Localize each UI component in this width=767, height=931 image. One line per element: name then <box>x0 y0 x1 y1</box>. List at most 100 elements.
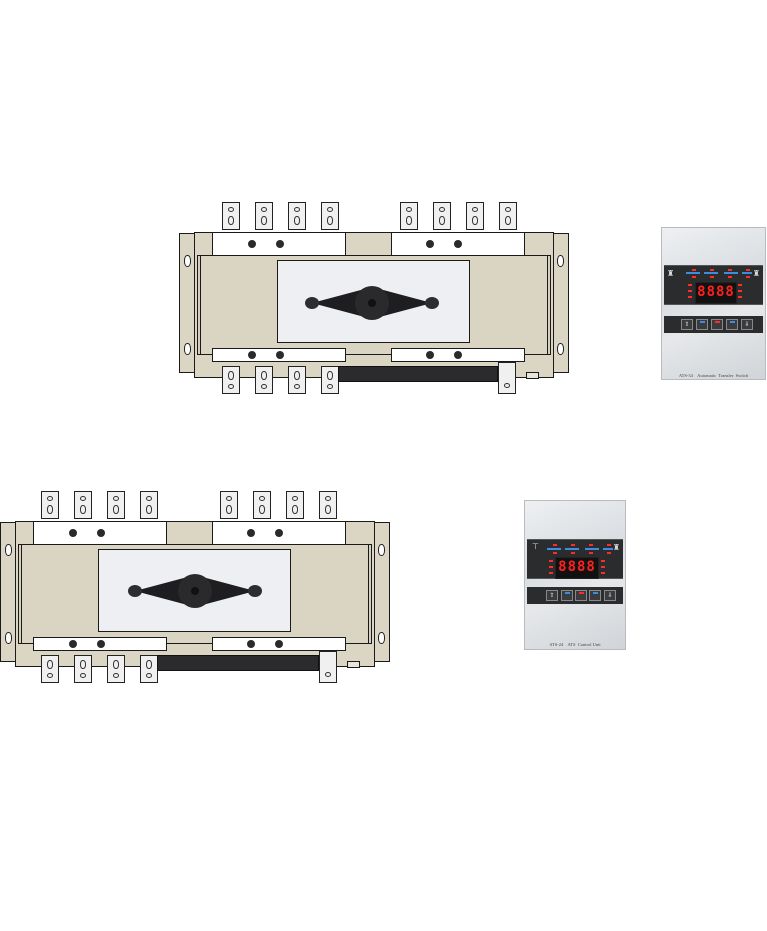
terminal-top <box>74 491 92 519</box>
off-button[interactable] <box>575 590 587 601</box>
status-led <box>607 544 611 546</box>
button-row: ⇧ ⇩ <box>664 316 763 333</box>
handle-hub-center <box>368 299 376 307</box>
screw-dot <box>97 640 105 648</box>
auto-button[interactable] <box>696 319 708 330</box>
status-led <box>710 269 714 271</box>
mount-slot <box>378 632 385 644</box>
terminal-bottom <box>74 655 92 683</box>
transmission-tower-icon: ⊤ <box>532 542 539 551</box>
down-arrow-icon: ⇩ <box>607 592 613 599</box>
terminal-bottom <box>319 651 337 683</box>
source-line <box>585 548 599 550</box>
screw-dot <box>426 351 434 359</box>
auxiliary-tab <box>347 661 360 668</box>
screw-dot <box>247 640 255 648</box>
ats-switch-top <box>178 200 570 396</box>
operating-handle[interactable] <box>302 283 442 323</box>
source-line <box>686 272 700 274</box>
screw-dot <box>248 240 256 248</box>
off-button[interactable] <box>711 319 723 330</box>
status-led <box>607 552 611 554</box>
phase-led <box>688 296 692 298</box>
status-led <box>746 276 750 278</box>
handle-knob-left <box>128 585 142 597</box>
auto-button[interactable] <box>561 590 573 601</box>
auto-led <box>565 592 570 594</box>
screw-dot <box>276 351 284 359</box>
down-button[interactable]: ⇩ <box>604 590 616 601</box>
terminal-top <box>319 491 337 519</box>
status-led <box>738 290 742 292</box>
status-led <box>728 276 732 278</box>
screw-dot <box>276 240 284 248</box>
up-button[interactable]: ⇧ <box>681 319 693 330</box>
connecting-bar <box>338 366 498 382</box>
auxiliary-tab <box>526 372 539 379</box>
terminal-bottom <box>140 655 158 683</box>
off-led <box>715 321 720 323</box>
terminal-bottom <box>107 655 125 683</box>
factory-icon: ♜ <box>752 269 760 278</box>
phase-led <box>549 572 553 574</box>
controller-top: ♜ ♜ 8888 ⇧ ⇩ ATS-34 Automatic Transfer S… <box>661 227 766 380</box>
mount-slot <box>557 255 564 267</box>
terminal-bottom <box>41 655 59 683</box>
status-led <box>738 296 742 298</box>
source-line <box>742 272 752 274</box>
handle-knob-right <box>425 297 439 309</box>
button-row: ⇧ ⇩ <box>527 587 623 604</box>
phase-led <box>549 560 553 562</box>
terminal-top <box>220 491 238 519</box>
source-line <box>547 548 561 550</box>
terminal-top <box>400 202 418 230</box>
status-led <box>728 269 732 271</box>
terminal-top <box>255 202 273 230</box>
mount-slot <box>184 255 191 267</box>
status-led <box>601 566 605 568</box>
terminal-top <box>321 202 339 230</box>
auto-led <box>700 321 705 323</box>
screw-dot <box>454 351 462 359</box>
handle-knob-right <box>248 585 262 597</box>
terminal-top <box>222 202 240 230</box>
bypass-button[interactable] <box>726 319 738 330</box>
status-led <box>692 276 696 278</box>
factory-icon: ♜ <box>612 543 620 552</box>
down-button[interactable]: ⇩ <box>741 319 753 330</box>
status-led <box>738 284 742 286</box>
terminal-top <box>499 202 517 230</box>
source-line <box>704 272 718 274</box>
status-led <box>589 552 593 554</box>
source-line <box>603 548 613 550</box>
bypass-led <box>730 321 735 323</box>
terminal-bottom <box>222 366 240 394</box>
phase-led <box>688 290 692 292</box>
status-led <box>571 544 575 546</box>
status-led <box>571 552 575 554</box>
up-arrow-icon: ⇧ <box>684 321 690 328</box>
terminal-top <box>286 491 304 519</box>
screw-dot <box>275 529 283 537</box>
terminal-bottom <box>288 366 306 394</box>
up-button[interactable]: ⇧ <box>546 590 558 601</box>
screw-dot <box>69 529 77 537</box>
handle-hub-center <box>191 587 199 595</box>
off-led <box>579 592 584 594</box>
ats-switch-bottom <box>0 489 391 685</box>
down-arrow-icon: ⇩ <box>744 321 750 328</box>
screw-dot <box>426 240 434 248</box>
controller-bottom: ⊤ ♜ 8888 ⇧ ⇩ ATS-24 ATS Control Unit <box>524 500 626 650</box>
mount-slot <box>557 343 564 355</box>
status-led <box>746 269 750 271</box>
terminal-top <box>433 202 451 230</box>
test-button[interactable] <box>589 590 601 601</box>
up-arrow-icon: ⇧ <box>549 592 555 599</box>
display-panel: ♜ ♜ 8888 <box>664 265 763 305</box>
screw-dot <box>69 640 77 648</box>
test-led <box>593 592 598 594</box>
status-led <box>601 572 605 574</box>
terminal-top <box>253 491 271 519</box>
handle-knob-left <box>305 297 319 309</box>
operating-handle[interactable] <box>125 571 265 611</box>
